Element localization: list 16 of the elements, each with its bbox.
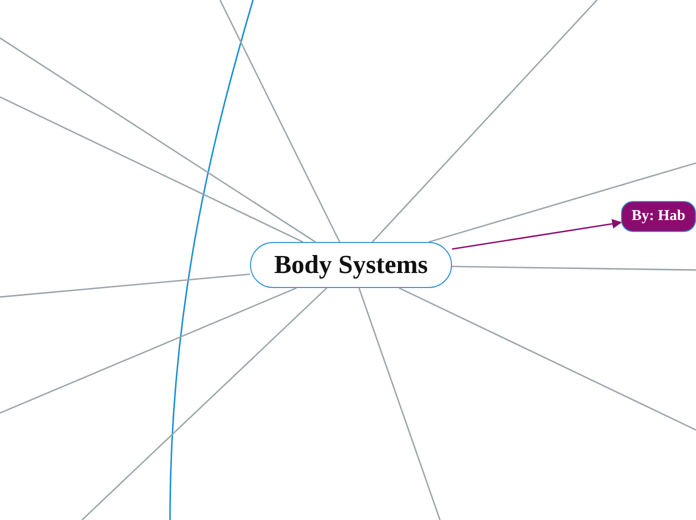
connector-line bbox=[219, 0, 340, 242]
connector-line bbox=[358, 288, 441, 520]
connector-line bbox=[372, 0, 598, 242]
topic-label: By: Hab bbox=[632, 208, 686, 225]
connector-line bbox=[0, 37, 316, 243]
connector-line bbox=[0, 96, 304, 243]
central-topic bbox=[250, 242, 452, 288]
connector-line bbox=[428, 162, 696, 243]
topic-node bbox=[621, 201, 696, 232]
connector-line bbox=[82, 288, 328, 520]
connector-line bbox=[0, 287, 297, 414]
topic-label: Body Systems bbox=[274, 250, 428, 280]
arrow bbox=[452, 218, 622, 250]
connector-line bbox=[0, 274, 250, 298]
connector-line bbox=[398, 287, 696, 431]
connector-line bbox=[452, 266, 696, 271]
